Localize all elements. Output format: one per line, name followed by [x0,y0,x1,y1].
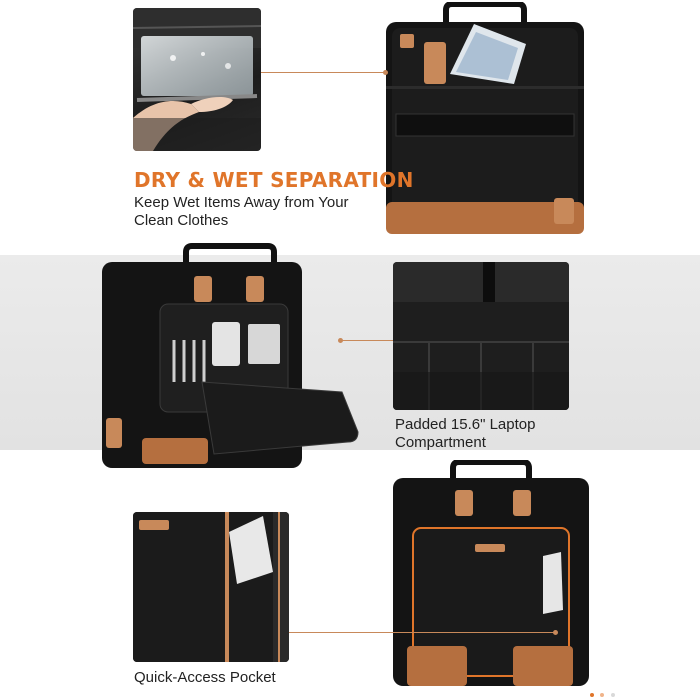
connector-line-wet [261,72,385,73]
pager-dot[interactable] [610,693,615,697]
feature-caption-laptop: Padded 15.6" Laptop Compartment [395,416,595,452]
connector-dot-laptop [338,338,343,343]
connector-dot-wet [383,70,388,75]
pager-dots [590,684,617,700]
pager-dot[interactable] [600,693,605,697]
connector-dot-quick [553,630,558,635]
feature-headline-wet-dry: DRY & WET SEPARATION [134,168,414,192]
caption-line: Clean Clothes [134,212,229,229]
feature-caption-quick-access: Quick-Access Pocket [134,669,334,687]
caption-line: Keep Wet Items Away from Your [134,194,349,211]
wet-pocket-photo [133,8,261,151]
connector-line-quick [289,632,555,633]
connector-line-laptop [340,340,393,341]
caption-line: Quick-Access Pocket [134,669,276,686]
laptop-compartment-photo [393,262,569,410]
quick-access-pocket-photo [133,512,289,662]
caption-line: Compartment [395,434,486,451]
bag-open-compartment-photo [102,242,364,468]
pager-dot[interactable] [590,693,594,697]
feature-caption-wet-dry: Keep Wet Items Away from Your Clean Clot… [134,194,384,230]
bag-pocket-view-photo [393,459,589,686]
bag-front-view-photo [386,1,584,234]
bottom-section [0,450,700,700]
caption-line: Padded 15.6" Laptop [395,416,536,433]
